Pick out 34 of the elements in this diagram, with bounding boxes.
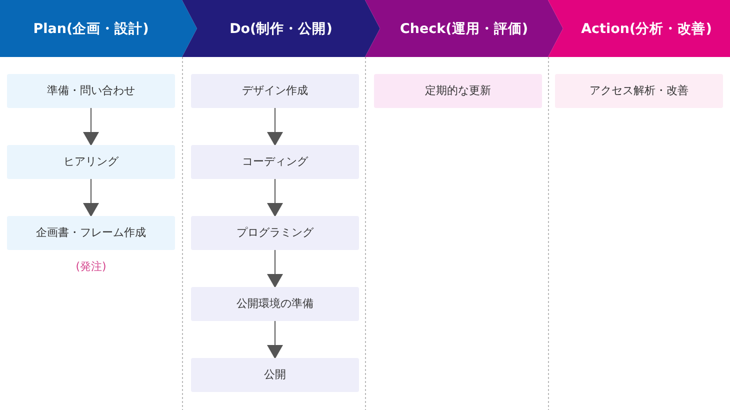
phase-title: Check(運用・評価) xyxy=(400,20,528,38)
step-label: 公開環境の準備 xyxy=(236,297,314,311)
flow-arrow xyxy=(267,178,283,217)
phase-title: Do(制作・公開) xyxy=(230,20,332,38)
process-box xyxy=(191,145,359,179)
process-box xyxy=(7,216,175,250)
phase-header xyxy=(182,0,380,57)
process-box xyxy=(191,358,359,392)
process-box xyxy=(191,74,359,108)
step-label: 定期的な更新 xyxy=(425,84,491,98)
phase-header xyxy=(548,0,730,57)
step-label: プログラミング xyxy=(236,226,314,240)
flow-arrow xyxy=(83,108,99,146)
phase-title: Action(分析・改善) xyxy=(581,20,712,38)
flow-arrow xyxy=(83,178,99,217)
step-label: 公開 xyxy=(264,368,286,382)
process-box xyxy=(374,74,542,108)
phase-header xyxy=(0,0,197,57)
step-label: アクセス解析・改善 xyxy=(590,84,688,98)
step-label: 企画書・フレーム作成 xyxy=(36,226,146,240)
process-box xyxy=(7,74,175,108)
flow-arrow xyxy=(267,320,283,359)
step-label: ヒアリング xyxy=(64,155,118,169)
phase-header xyxy=(365,0,563,57)
flow-arrow xyxy=(267,250,283,288)
step-label: デザイン作成 xyxy=(242,84,308,98)
step-label: 準備・問い合わせ xyxy=(47,84,135,98)
step-label: コーディング xyxy=(242,155,308,169)
phase-title: Plan(企画・設計) xyxy=(33,20,149,38)
process-box xyxy=(191,287,359,321)
process-box xyxy=(191,216,359,250)
flow-arrow xyxy=(267,108,283,146)
order-note: (発注) xyxy=(76,260,106,274)
process-box xyxy=(7,145,175,179)
